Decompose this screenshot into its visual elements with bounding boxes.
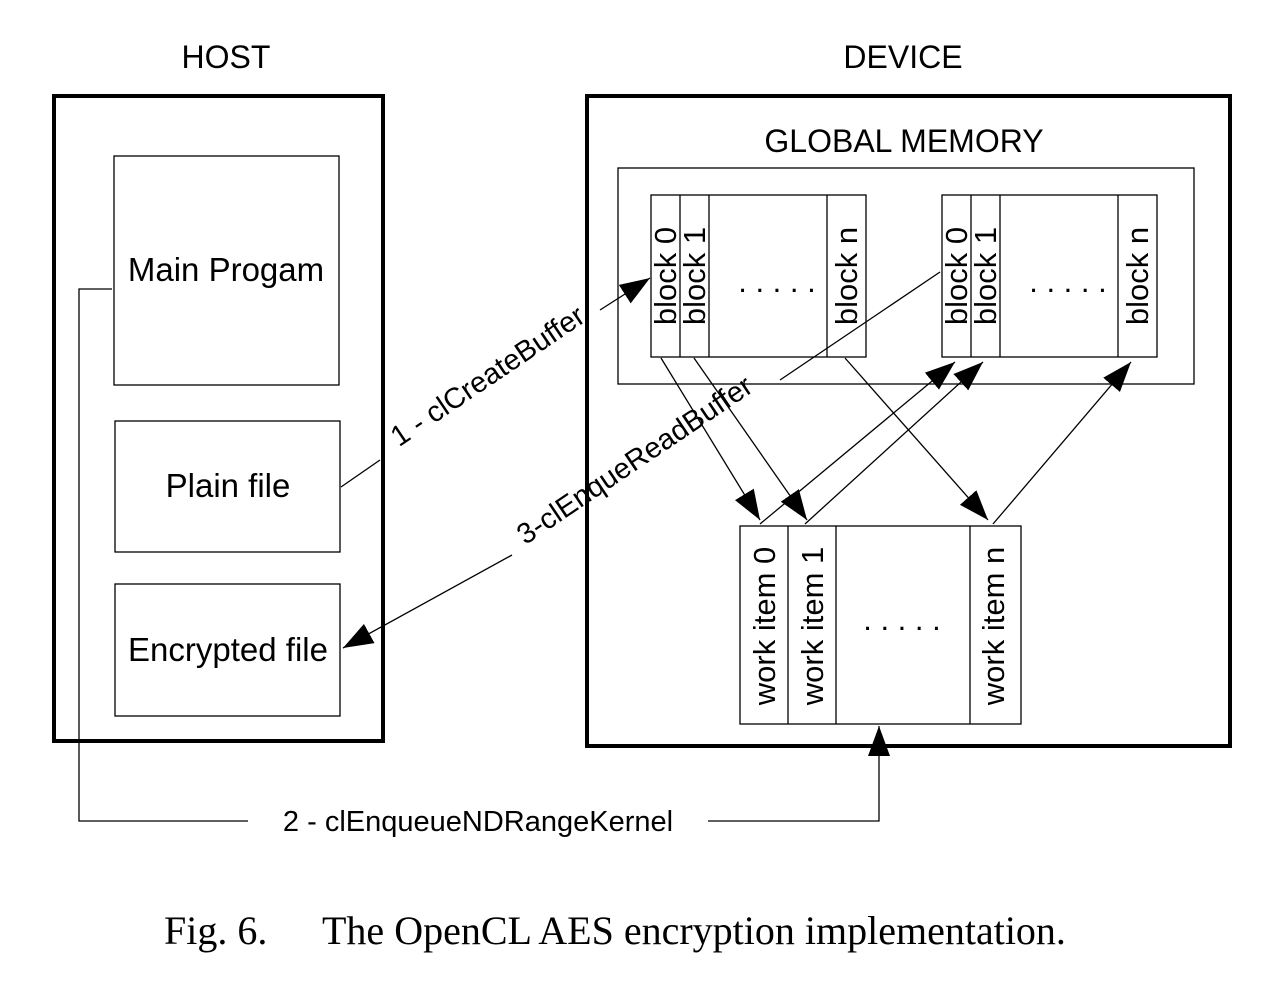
main-program-box xyxy=(113,155,340,386)
work-item-1: work item 1 xyxy=(795,547,830,706)
plain-file-box xyxy=(114,420,341,553)
input-buffer: block 0 block 1 . . . . . block n xyxy=(648,194,867,358)
input-block-n: block n xyxy=(829,227,864,325)
figure-caption: Fig. 6. The OpenCL AES encryption implem… xyxy=(164,908,1066,953)
work-items-outline xyxy=(739,525,1022,725)
edge-create-buffer: 1 - clCreateBuffer xyxy=(340,277,651,488)
output-block-0: block 0 xyxy=(939,227,974,325)
plain-file-label: Plain file xyxy=(166,467,291,504)
work-item-n: work item n xyxy=(976,547,1011,706)
caption-text: The OpenCL AES encryption implementation… xyxy=(322,908,1066,953)
global-memory-title: GLOBAL MEMORY xyxy=(764,123,1043,159)
output-buffer-outline xyxy=(941,194,1158,358)
host-title: HOST xyxy=(182,39,271,75)
device-box xyxy=(585,94,1232,748)
output-buffer-ellipsis: . . . . . xyxy=(1029,264,1107,299)
global-memory-box xyxy=(617,167,1195,385)
input-buffer-ellipsis: . . . . . xyxy=(738,264,816,299)
encrypted-file-box xyxy=(114,583,341,717)
edge-ndrange-kernel: 2 - clEnqueueNDRangeKernel xyxy=(78,288,890,838)
host-box xyxy=(52,94,385,743)
input-block-0: block 0 xyxy=(648,227,683,325)
read-buffer-label: 3-clEnqueReadBuffer xyxy=(511,370,759,551)
memory-access-arrows xyxy=(660,357,1132,525)
caption-number: Fig. 6. xyxy=(164,908,267,953)
work-items-ellipsis: . . . . . xyxy=(863,602,941,637)
edge-read-buffer: 3-clEnqueReadBuffer xyxy=(342,271,941,649)
create-buffer-label: 1 - clCreateBuffer xyxy=(385,300,591,454)
main-program-label: Main Progam xyxy=(128,251,324,288)
output-buffer: block 0 block 1 . . . . . block n xyxy=(939,194,1158,358)
encrypted-file-label: Encrypted file xyxy=(128,631,328,668)
work-items: work item 0 work item 1 . . . . . work i… xyxy=(739,525,1022,725)
input-buffer-outline xyxy=(650,194,867,358)
output-block-1: block 1 xyxy=(968,227,1003,325)
output-block-n: block n xyxy=(1120,227,1155,325)
device-title: DEVICE xyxy=(843,39,962,75)
work-item-0: work item 0 xyxy=(747,547,782,706)
input-block-1: block 1 xyxy=(677,227,712,325)
ndrange-kernel-label: 2 - clEnqueueNDRangeKernel xyxy=(283,806,673,838)
